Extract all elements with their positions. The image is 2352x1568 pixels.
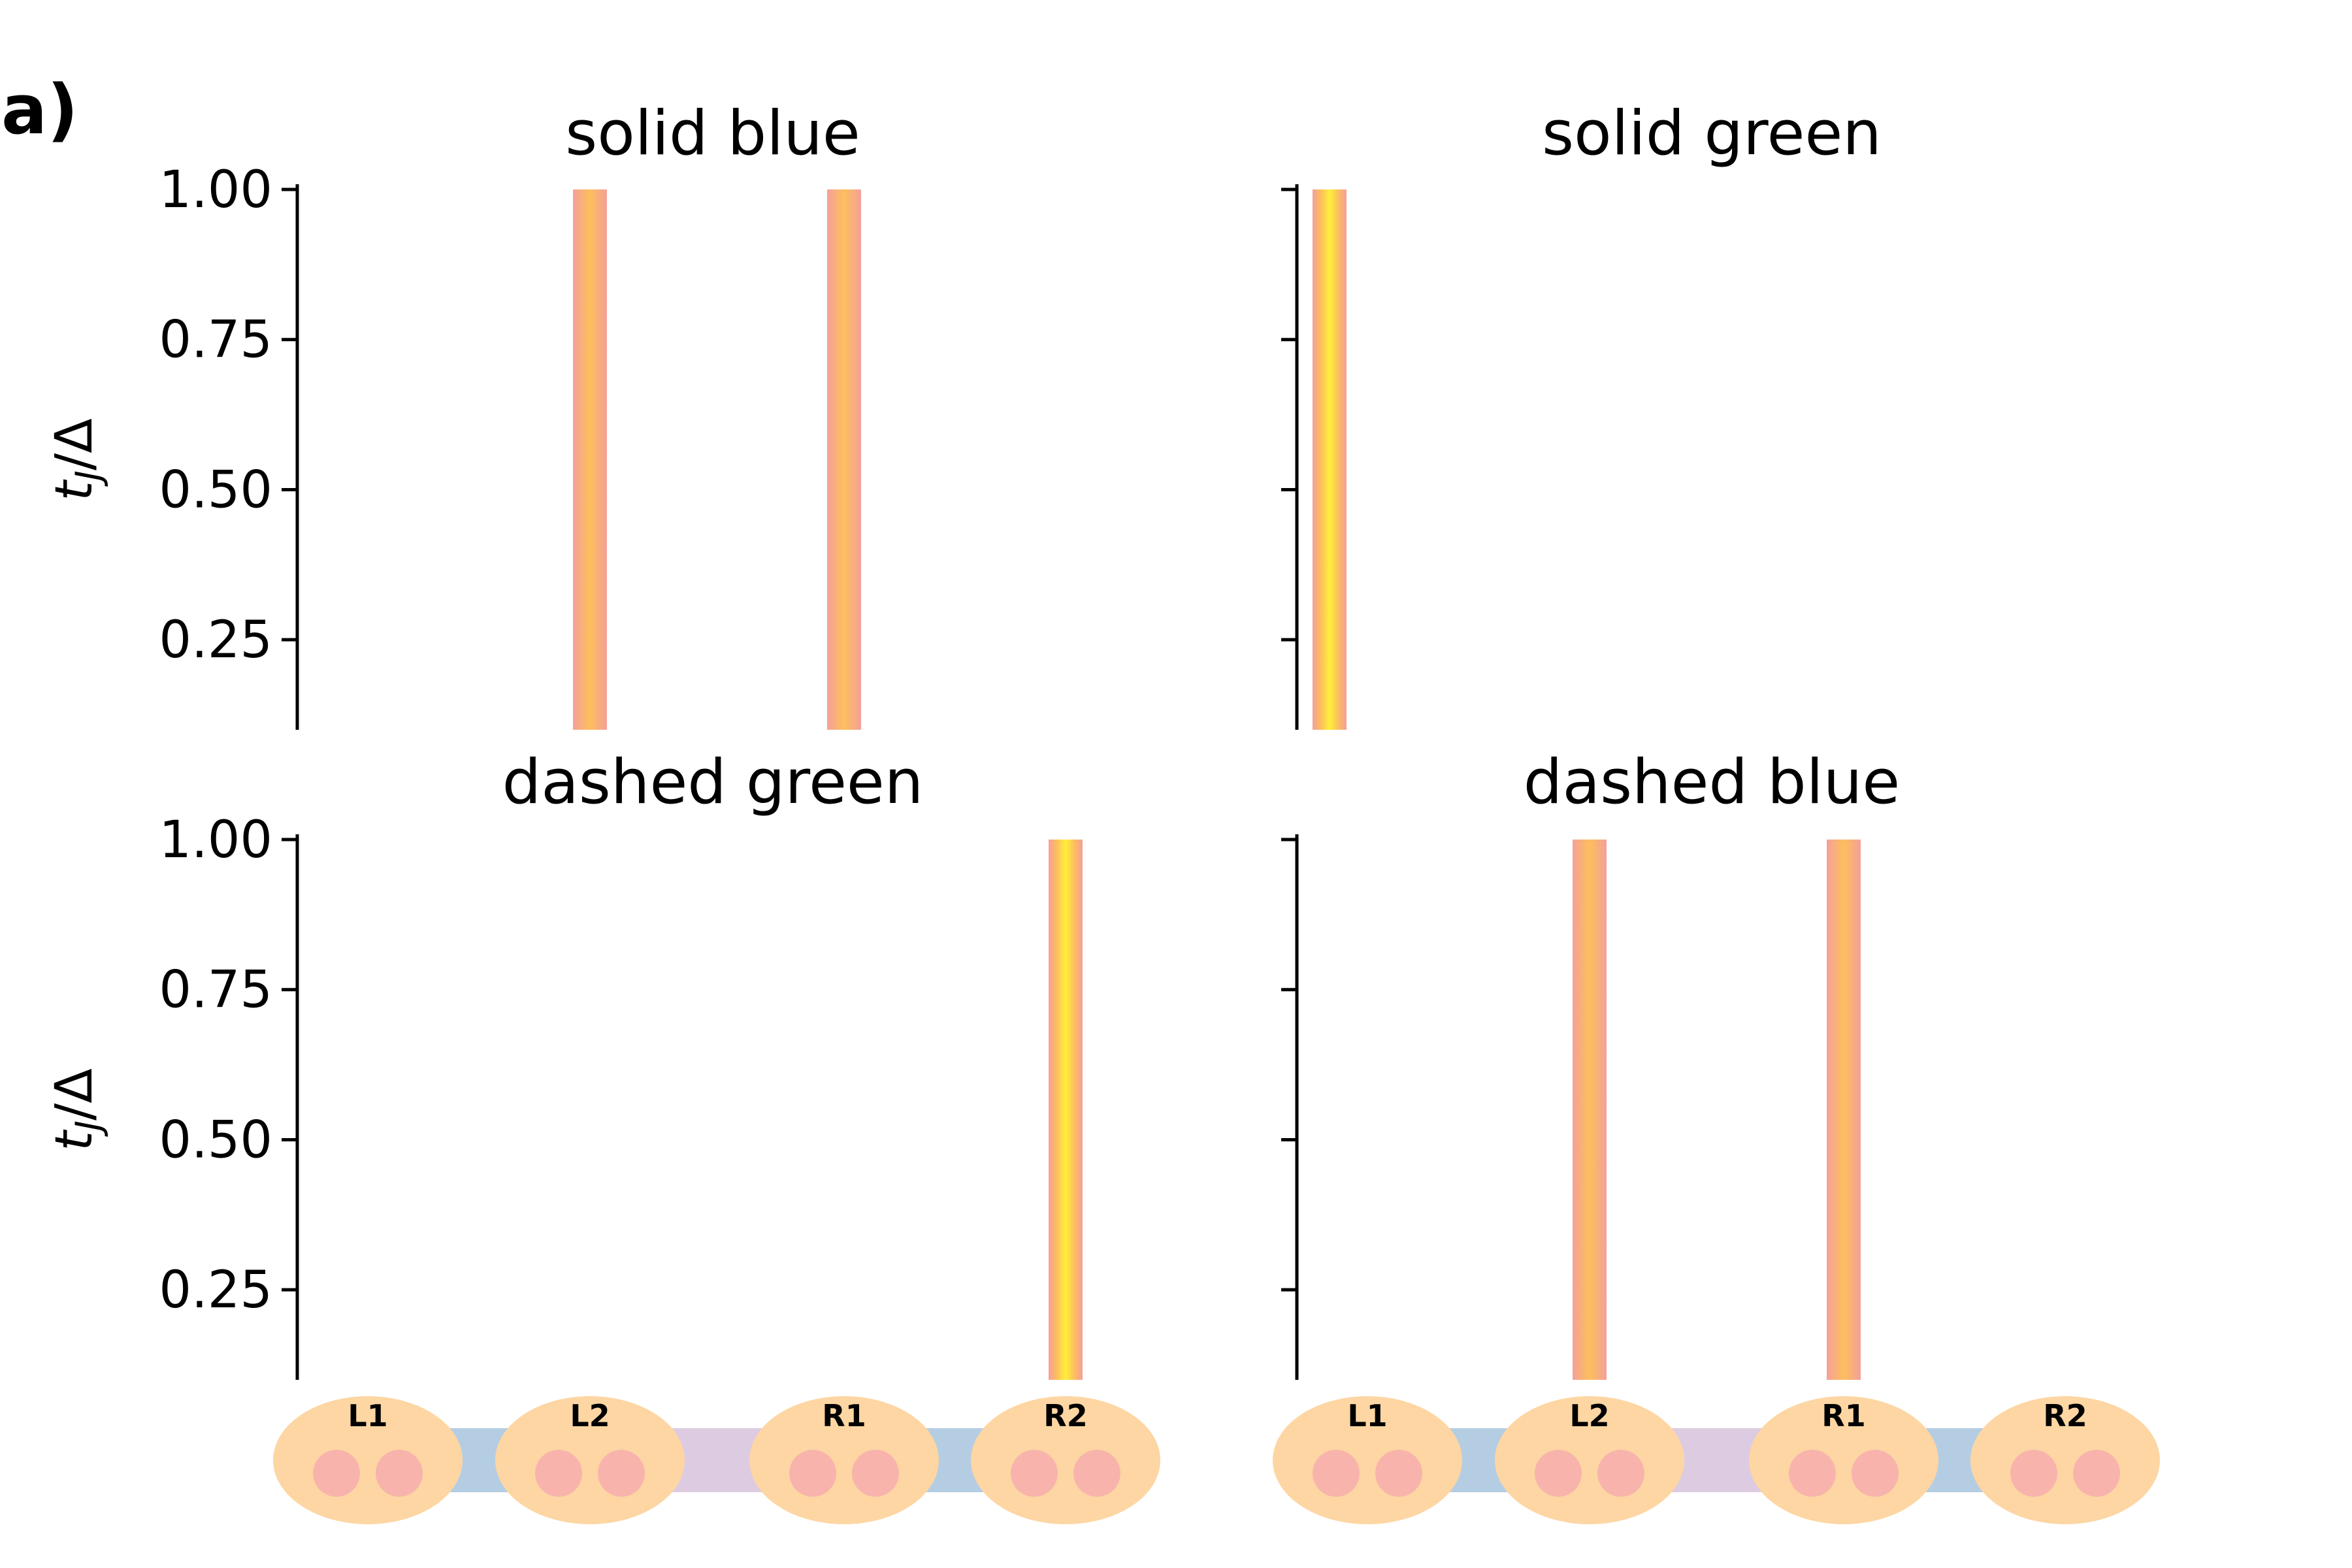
site-label: L2 — [570, 1398, 610, 1433]
data-stripe-l2 — [1573, 840, 1607, 1380]
site-dot — [852, 1450, 899, 1497]
y-tick-label: 0.50 — [159, 461, 272, 519]
site-dot — [1852, 1450, 1899, 1497]
data-stripe-l1 — [1313, 189, 1347, 730]
site-ellipse — [971, 1396, 1160, 1524]
panels: solid blue 1.00 0.75 0.50 0.25 tJ/Δ solid gree… — [45, 98, 1900, 1380]
site-dot — [1313, 1450, 1360, 1497]
data-stripe-r1 — [827, 189, 861, 730]
site-l1: L1 — [1273, 1396, 1462, 1524]
site-label: L1 — [1347, 1398, 1387, 1433]
site-ellipse — [273, 1396, 463, 1524]
site-ellipse — [495, 1396, 685, 1524]
panel-1: solid blue 1.00 0.75 0.50 0.25 tJ/Δ — [45, 98, 861, 730]
site-r1: R1 — [749, 1396, 939, 1524]
site-ellipse — [1273, 1396, 1462, 1524]
site-dot — [313, 1450, 360, 1497]
site-dot — [2010, 1450, 2057, 1497]
y-tick-label: 1.00 — [159, 161, 272, 220]
site-dot — [1011, 1450, 1058, 1497]
site-dot — [376, 1450, 423, 1497]
y-axis-label: tJ/Δ — [45, 418, 109, 500]
site-label: R2 — [1043, 1398, 1087, 1433]
panel-4: dashed blue — [1281, 747, 1900, 1380]
site-chain-2: L1 L2 R1 R2 — [1273, 1396, 2160, 1524]
site-dot — [2073, 1450, 2120, 1497]
y-axis-label: tJ/Δ — [45, 1068, 109, 1151]
data-stripe-r1 — [1827, 840, 1861, 1380]
site-label: R2 — [2043, 1398, 2087, 1433]
site-label: R1 — [822, 1398, 866, 1433]
y-tick-label: 0.25 — [159, 611, 272, 670]
site-dot — [598, 1450, 645, 1497]
panel-title: dashed green — [502, 747, 924, 818]
site-r2: R2 — [1970, 1396, 2160, 1524]
y-tick-label: 0.25 — [159, 1261, 272, 1320]
site-dot — [789, 1450, 836, 1497]
site-dot — [1597, 1450, 1644, 1497]
site-l1: L1 — [273, 1396, 463, 1524]
site-ellipse — [1749, 1396, 1938, 1524]
y-label-part: /Δ — [45, 418, 104, 470]
site-r2: R2 — [971, 1396, 1160, 1524]
y-label-part: t — [45, 1130, 104, 1151]
data-stripe-r2 — [1049, 840, 1083, 1380]
site-ellipse — [749, 1396, 939, 1524]
site-label: L2 — [1569, 1398, 1609, 1433]
site-dot — [1375, 1450, 1422, 1497]
site-dot — [1535, 1450, 1582, 1497]
panel-title: solid blue — [565, 98, 860, 169]
site-l2: L2 — [1495, 1396, 1684, 1524]
site-r1: R1 — [1749, 1396, 1938, 1524]
panel-label: a) — [1, 70, 78, 150]
site-ellipse — [1495, 1396, 1684, 1524]
y-tick-label: 1.00 — [159, 811, 272, 870]
panel-3: dashed green 1.00 0.75 0.50 0.25 tJ/Δ — [45, 747, 1083, 1380]
y-tick-label: 0.75 — [159, 961, 272, 1020]
site-dot — [1789, 1450, 1836, 1497]
site-dot — [1073, 1450, 1120, 1497]
y-tick-label: 0.75 — [159, 311, 272, 370]
panel-title: solid green — [1542, 98, 1882, 169]
site-chain-1: L1 L2 R1 R2 — [273, 1396, 1160, 1524]
site-label: L1 — [348, 1398, 387, 1433]
site-l2: L2 — [495, 1396, 685, 1524]
site-ellipse — [1970, 1396, 2160, 1524]
panel-2: solid green — [1281, 98, 1882, 730]
y-label-part: /Δ — [45, 1068, 104, 1120]
site-label: R1 — [1821, 1398, 1865, 1433]
site-dot — [535, 1450, 582, 1497]
y-tick-label: 0.50 — [159, 1111, 272, 1169]
y-label-part: t — [45, 480, 104, 501]
site-chains: L1 L2 R1 R2 L1 L2 R1 R2 — [273, 1396, 2160, 1524]
panel-title: dashed blue — [1524, 747, 1900, 818]
data-stripe-l2 — [573, 189, 607, 730]
